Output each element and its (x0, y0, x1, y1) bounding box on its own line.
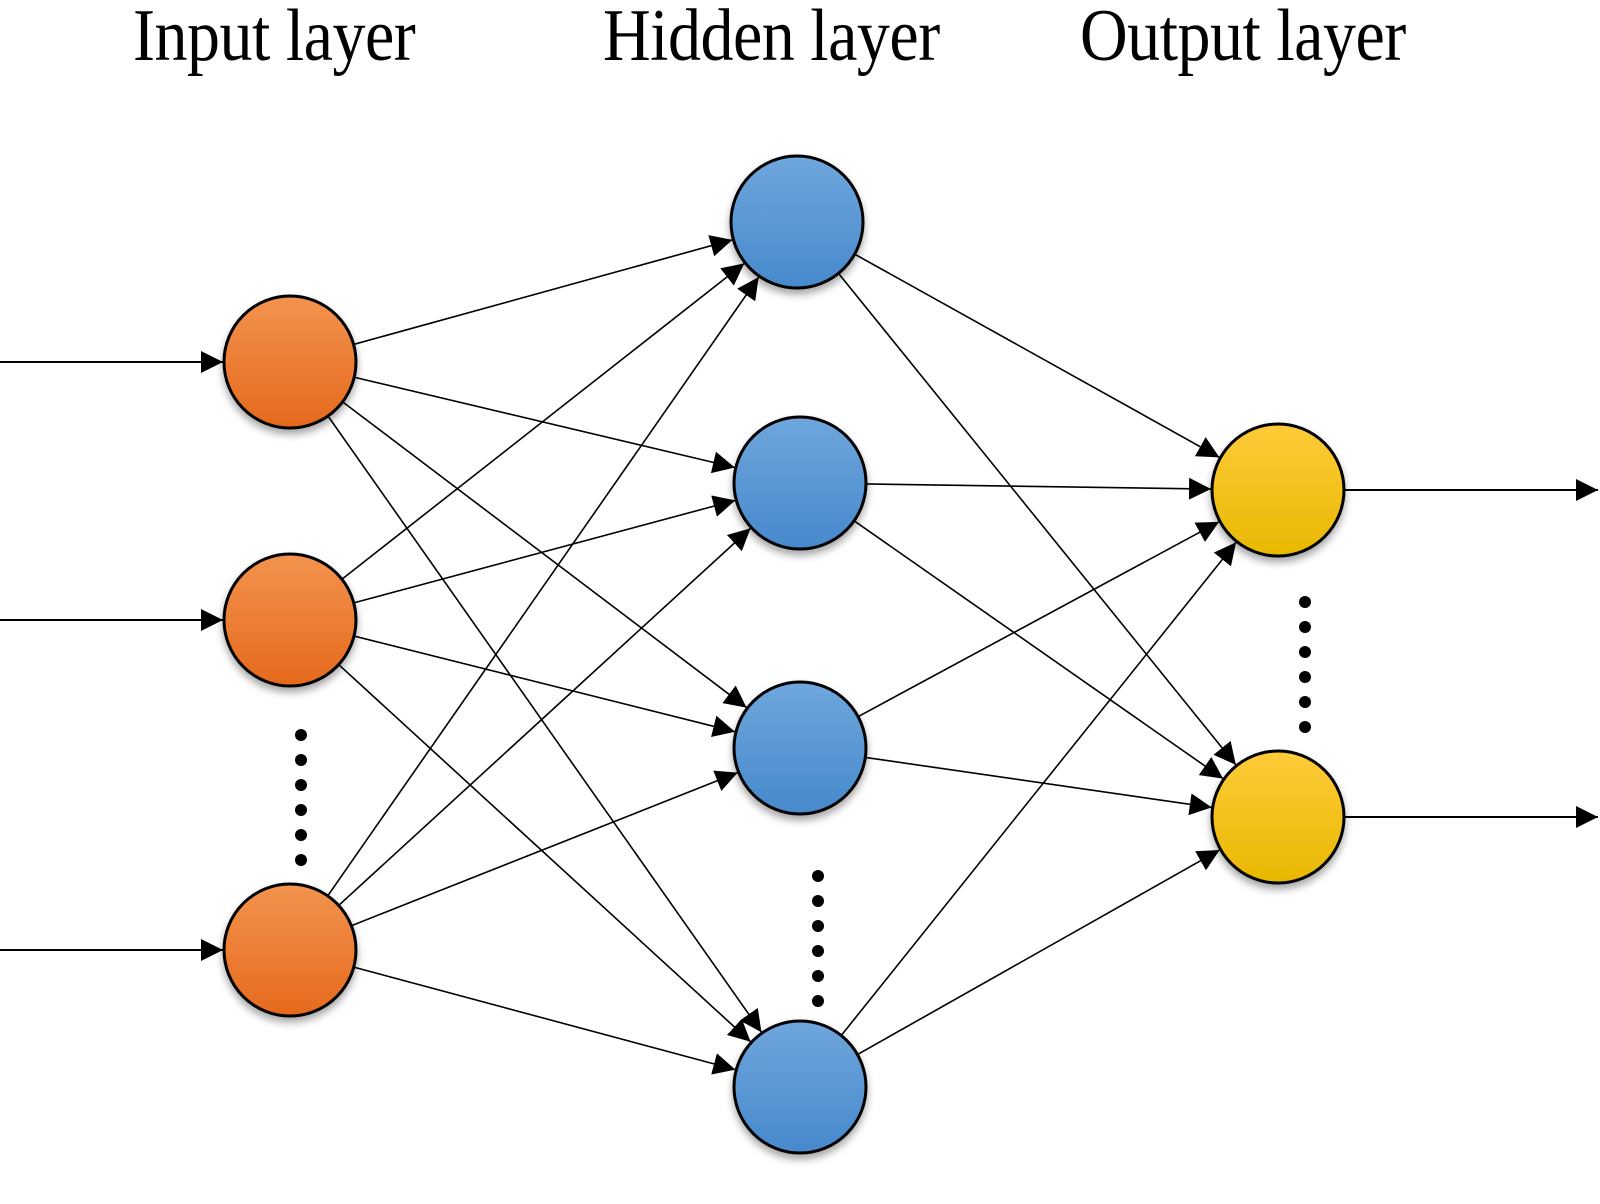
input-hidden-connection (327, 276, 760, 897)
input-hidden-connection (353, 635, 736, 738)
input-hidden-connection (341, 262, 745, 580)
hidden-node (732, 415, 868, 551)
input-ellipsis-dot (295, 854, 307, 866)
input-layer-title: Input layer (133, 0, 416, 77)
hidden-node (729, 154, 865, 290)
hidden-output-connection (837, 272, 1237, 766)
hidden-output-connection (853, 520, 1224, 780)
hidden-ellipsis-dot (812, 970, 824, 982)
output-ellipsis-dot (1299, 721, 1311, 733)
hidden-output-connection (865, 477, 1212, 500)
input-node (222, 882, 358, 1018)
hidden-ellipsis-dot (812, 995, 824, 1007)
input-node (222, 294, 358, 430)
output-ellipsis-dot (1299, 671, 1311, 683)
input-ellipsis-dot (295, 804, 307, 816)
input-hidden-connection (354, 376, 735, 474)
hidden-ellipsis-dot (812, 870, 824, 882)
input-hidden-connection (342, 401, 748, 709)
hidden-output-connection (857, 849, 1221, 1056)
hidden-output-connection (865, 756, 1212, 816)
input-ellipsis-dot (295, 829, 307, 841)
hidden-output-connection (840, 541, 1237, 1036)
input-hidden-connection (353, 235, 733, 346)
input-hidden-connection (353, 495, 736, 604)
input-node (222, 552, 358, 688)
input-ellipsis-dot (295, 754, 307, 766)
input-ellipsis-dot (295, 729, 307, 741)
input-hidden-connection (338, 663, 752, 1043)
input-ellipsis-dot (295, 779, 307, 791)
output-node (1210, 749, 1346, 885)
hidden-ellipsis-dot (812, 945, 824, 957)
output-ellipsis-dot (1299, 696, 1311, 708)
output-ellipsis-dot (1299, 646, 1311, 658)
input-hidden-connection (338, 527, 752, 907)
output-ellipsis-dot (1299, 596, 1311, 608)
input-hidden-connection (327, 415, 763, 1033)
output-node (1210, 422, 1346, 558)
hidden-ellipsis-dot (812, 920, 824, 932)
output-ellipsis-dot (1299, 621, 1311, 633)
hidden-node (732, 1019, 868, 1155)
hidden-output-connection (857, 521, 1220, 718)
hidden-ellipsis-dot (812, 895, 824, 907)
hidden-output-connection (854, 253, 1220, 459)
hidden-node (732, 680, 868, 816)
input-hidden-connection (353, 966, 736, 1075)
hidden-layer-title: Hidden layer (603, 0, 940, 77)
input-hidden-connection (351, 770, 739, 927)
output-layer-title: Output layer (1080, 0, 1406, 77)
